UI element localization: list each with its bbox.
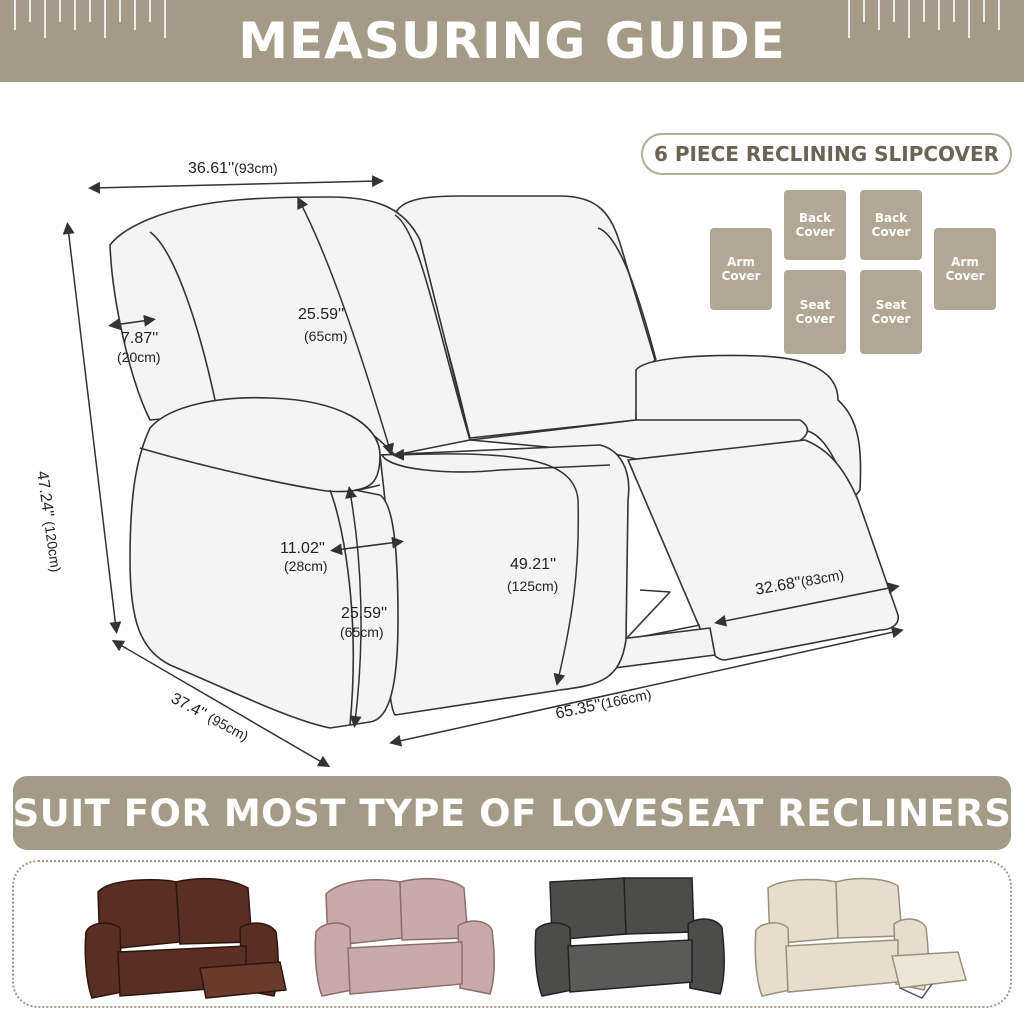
dim-arm-width-arrow — [108, 314, 156, 331]
dim-arm-front-in: 25.59'' — [341, 605, 388, 622]
recliner-diagram — [62, 175, 904, 768]
dim-seat-depth-arrow — [392, 448, 580, 686]
dim-total-width-arrow — [389, 626, 904, 747]
piece-seat-cover-right: Seat Cover — [860, 270, 922, 354]
right-arm — [635, 354, 862, 501]
dim-arm-front-arrow — [345, 486, 362, 728]
dim-top-width: 36.61''(93cm) — [188, 160, 278, 178]
piece-arm-cover-right: Arm Cover — [934, 228, 996, 310]
left-arm — [129, 396, 399, 729]
dim-total-depth-arrow — [111, 639, 331, 768]
ruler-ticks-right — [848, 0, 1000, 38]
dim-top-width-arrow — [88, 175, 384, 194]
right-back-side — [597, 227, 657, 361]
gallery-brown-leather-recliner — [84, 877, 287, 999]
dim-back-height-cm: (65cm) — [304, 328, 348, 344]
left-back-fold — [149, 231, 216, 401]
header-bar: MEASURING GUIDE — [0, 0, 1024, 82]
dim-arm-front-cm: (65cm) — [340, 624, 384, 640]
dim-arm-width-in: 7.87'' — [121, 330, 159, 347]
dim-arm-width-cm: (20cm) — [117, 349, 161, 365]
dim-total-height-arrow — [62, 222, 122, 634]
dim-top-width-in: 36.61'' — [188, 160, 235, 177]
compatibility-banner: SUIT FOR MOST TYPE OF LOVESEAT RECLINERS — [13, 776, 1011, 850]
recliner-gallery — [12, 860, 1012, 1008]
piece-arm-cover-left: Arm Cover — [710, 228, 772, 310]
dim-top-width-cm: (93cm) — [234, 160, 278, 176]
left-back-fold-2 — [394, 214, 471, 441]
gallery-gray-fabric-recliner — [534, 877, 725, 997]
dim-back-height-in: 25.59'' — [298, 306, 345, 323]
dim-arm-side-cm: (28cm) — [284, 558, 328, 574]
pieces-title: 6 PIECE RECLINING SLIPCOVER — [641, 133, 1012, 175]
piece-back-cover-left: Back Cover — [784, 190, 846, 260]
dim-footrest-arrow — [714, 582, 900, 627]
recliner-base — [611, 627, 716, 669]
dim-back-height-arrow — [297, 196, 395, 456]
left-seat — [379, 444, 630, 716]
banner-text: SUIT FOR MOST TYPE OF LOVESEAT RECLINERS — [12, 791, 1012, 835]
piece-back-cover-right: Back Cover — [860, 190, 922, 260]
ruler-ticks-left — [14, 0, 166, 38]
dim-seat-depth-in: 49.21'' — [510, 556, 557, 573]
gallery-cream-leather-recliner — [754, 877, 967, 999]
dim-arm-side-in: 11.02'' — [280, 540, 325, 557]
dim-seat-depth-cm: (125cm) — [507, 578, 559, 594]
gallery-pink-fabric-recliner — [314, 877, 495, 997]
piece-seat-cover-left: Seat Cover — [784, 270, 846, 354]
page-title: MEASURING GUIDE — [238, 12, 786, 70]
